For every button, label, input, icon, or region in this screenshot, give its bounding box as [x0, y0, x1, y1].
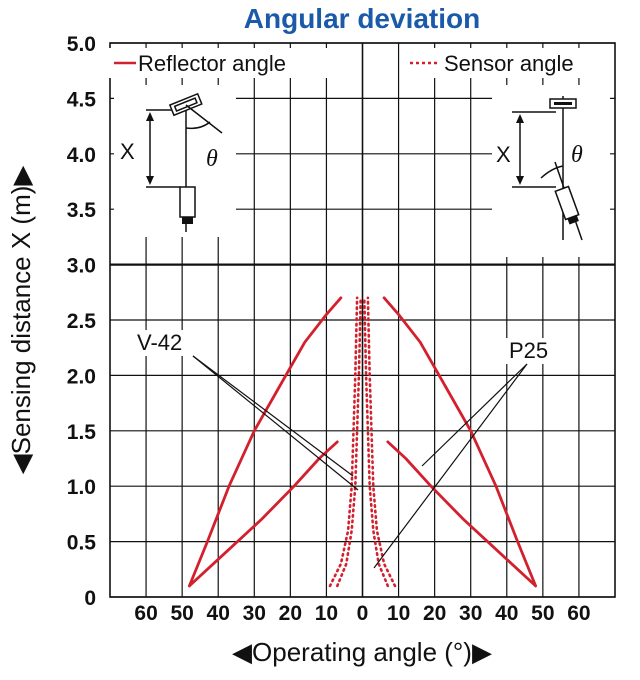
x-tick-label: 0: [357, 602, 369, 625]
x-tick-label: 20: [279, 602, 302, 625]
x-tick-labels: 60 50 40 30 20 10 0 10 20 30 40 50 60: [134, 602, 590, 625]
sensor-angle-diagram: [512, 96, 583, 241]
x-tick-label: 60: [134, 602, 157, 625]
dim-arrow-down: [146, 176, 154, 185]
x-axis-label: ◀Operating angle (°)▶: [232, 637, 492, 667]
tilted-sensor: [554, 185, 580, 225]
leader-v42-dotted: [192, 355, 359, 491]
y-tick-label: 5.0: [67, 33, 96, 56]
sensor-body-left: [179, 186, 196, 218]
dim-arrow-up: [146, 112, 154, 121]
series-dotted-p25-7: [362, 296, 390, 588]
series-dotted-v-42-5: [366, 296, 397, 588]
x-tick-label: 10: [387, 602, 410, 625]
legend-bg-right: [404, 48, 610, 78]
dim-arrow-down-r: [516, 176, 524, 185]
series: [187, 296, 537, 588]
x-tick-label: 10: [315, 602, 338, 625]
y-tick-label: 3.5: [67, 199, 97, 222]
y-tick-label: 4.5: [67, 88, 97, 111]
theta-arc-left: [185, 121, 211, 130]
x-tick-label: 50: [531, 602, 554, 625]
series-dotted-p25-6: [335, 296, 363, 588]
annotation-v42: V-42: [137, 330, 182, 355]
x-tick-label: 30: [243, 602, 266, 625]
x-tick-label: 60: [567, 602, 590, 625]
legend-reflector: Reflector angle: [114, 51, 286, 76]
y-tick-label: 2.5: [67, 310, 97, 333]
y-tick-labels: 0 0.5 1.0 1.5 2.0 2.5 3.0 3.5 4.0 4.5 5.0: [67, 33, 97, 610]
annotation-p25: P25: [509, 338, 548, 363]
y-tick-label: 1.0: [67, 476, 96, 499]
leader-v42-solid: [192, 355, 354, 477]
y-axis-label: ◀Sensing distance X (m)▶: [6, 166, 36, 475]
leader-p25-dotted: [373, 363, 528, 569]
annot-bg-p25: [506, 338, 562, 364]
y-tick-label: 1.5: [67, 421, 97, 444]
annot-bg-v42: [134, 330, 196, 356]
series-solid-v-42-1: [382, 296, 537, 588]
reflector-plate: [168, 92, 203, 117]
x-tick-label: 30: [459, 602, 482, 625]
series-solid-p25-3: [386, 440, 537, 588]
series-dotted-v-42-4: [328, 296, 359, 588]
legend-sensor-label: Sensor angle: [444, 51, 574, 76]
y-tick-label: 2.0: [67, 365, 96, 388]
diagram-x-label-right: X: [496, 142, 511, 167]
x-tick-label: 20: [423, 602, 446, 625]
diagram-x-label-left: X: [120, 139, 135, 164]
theta-arc-right: [540, 165, 564, 179]
chart-title: Angular deviation: [244, 3, 480, 34]
x-tick-label: 40: [207, 602, 230, 625]
y-tick-label: 4.0: [67, 144, 96, 167]
series-solid-p25-2: [187, 440, 339, 588]
annotation-leaders: [192, 355, 528, 569]
y-tick-label: 0.5: [67, 532, 97, 555]
reflector-normal: [185, 104, 223, 134]
y-tick-label: 0: [84, 587, 96, 610]
series-solid-v-42-0: [187, 296, 343, 588]
sensor-base-left: [182, 217, 193, 224]
reflector-angle-diagram: [146, 92, 223, 232]
legend-sensor: Sensor angle: [410, 51, 574, 76]
leader-p25-solid: [421, 363, 528, 467]
legend-reflector-label: Reflector angle: [138, 51, 286, 76]
x-tick-label: 50: [170, 602, 193, 625]
y-tick-label: 3.0: [67, 255, 96, 278]
diagram-theta-label-right: θ: [571, 142, 583, 168]
x-tick-label: 40: [495, 602, 518, 625]
legend-bg-left: [108, 48, 328, 78]
dim-arrow-up-r: [516, 114, 524, 123]
diagram-theta-label-left: θ: [206, 146, 218, 172]
